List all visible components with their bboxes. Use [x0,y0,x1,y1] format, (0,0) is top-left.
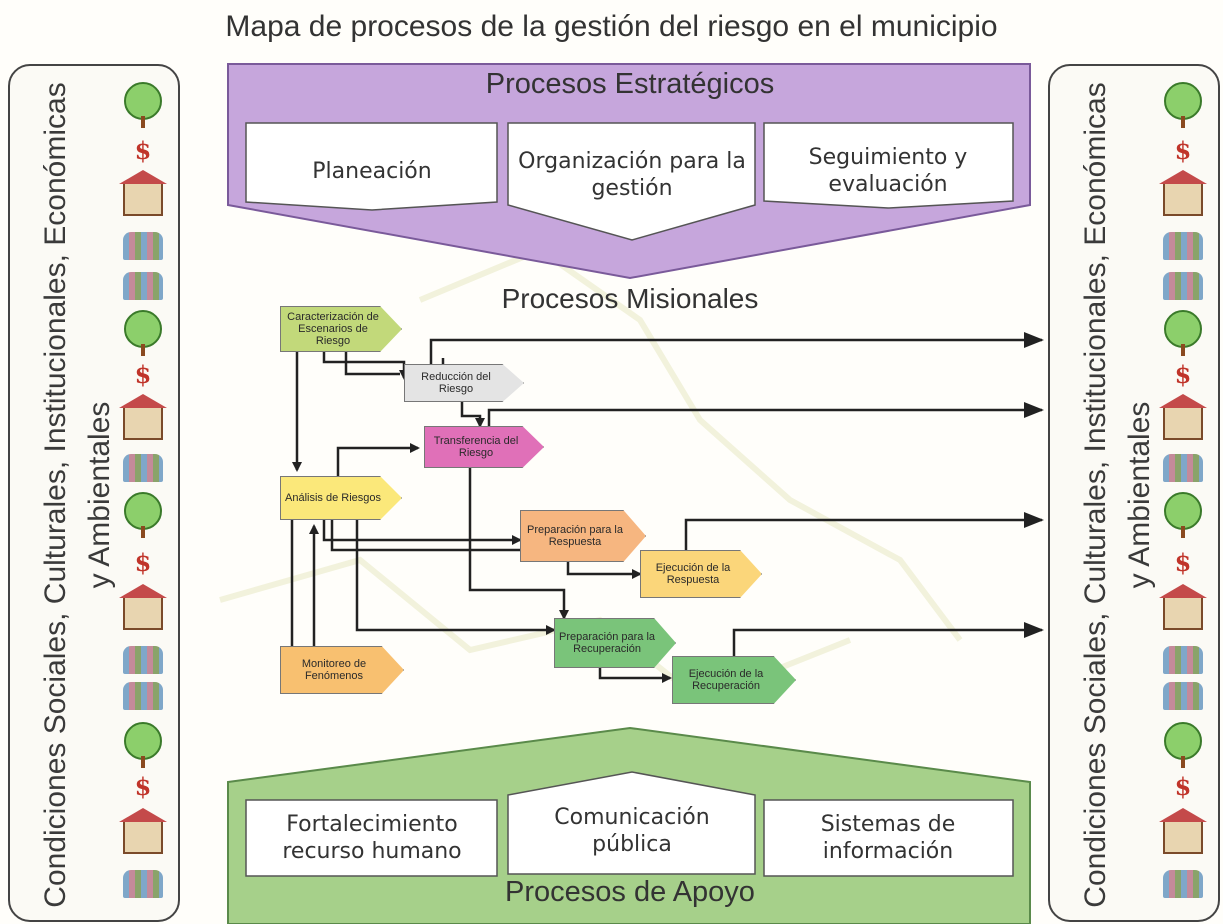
house-icon [112,170,174,216]
people-icon [1152,272,1214,300]
strategic-item-planeacion: Planeación [312,159,432,184]
strategic-box-seguimiento [763,122,1014,209]
node-ejec-recuperacion-label: Ejecución de la Recuperación [688,668,764,692]
node-prep-recuperacion-label: Preparación para la Recuperación [559,631,656,655]
connector-line [487,402,1044,428]
node-monitoreo-label: Monitoreo de Fenómenos [301,658,367,682]
support-box-comunicacion [507,771,756,875]
connector-line [336,443,420,480]
node-prep-respuesta: Preparación para la Respuesta [520,510,646,562]
people-icon [112,682,174,710]
support-item-fortalecimiento: Fortalecimiento recurso humano [282,812,462,864]
dollar-icon: $ [1174,548,1192,577]
connector-line [566,560,642,579]
left-conditions-panel: Condiciones Sociales, Culturales, Instit… [8,64,180,922]
node-ejec-recuperacion: Ejecución de la Recuperación [672,656,796,704]
tree-icon [112,492,174,538]
support-item-comunicacion: Comunicación pública [554,805,710,857]
node-ejec-respuesta: Ejecución de la Respuesta [640,550,762,598]
people-icon [1152,682,1214,710]
node-analisis: Análisis de Riesgos [280,476,402,520]
strategic-processes-title: Procesos Estratégicos [485,68,775,100]
tree-icon [112,722,174,768]
house-icon [112,584,174,630]
node-reduccion: Reducción del Riesgo [404,364,524,402]
people-icon [112,272,174,300]
dollar-icon: $ [1174,360,1192,389]
right-conditions-panel: Condiciones Sociales, Culturales, Instit… [1048,64,1220,922]
node-prep-recuperacion: Preparación para la Recuperación [554,618,676,668]
support-processes-title: Procesos de Apoyo [505,876,755,908]
dollar-icon: $ [134,548,152,577]
house-icon [1152,170,1214,216]
node-caracterizacion-label: Caracterización de Escenarios de Riesgo [287,311,379,347]
people-icon [112,646,174,674]
people-icon [1152,454,1214,482]
people-icon [112,870,174,898]
right-icons-column: $ $ $ $ [1152,72,1214,918]
connector-line [429,332,1044,366]
dollar-icon: $ [1174,772,1192,801]
strategic-box-organizacion [507,122,756,241]
house-icon [1152,394,1214,440]
support-item-sistemas: Sistemas de información [820,812,956,864]
support-box-fortalecimiento [245,799,498,877]
dollar-icon: $ [134,360,152,389]
diagram-title: Mapa de procesos de la gestión del riesg… [225,10,998,43]
strategic-box-planeacion [245,122,498,211]
connector-line [598,668,672,683]
people-icon [1152,232,1214,260]
node-transferencia-label: Transferencia del Riesgo [433,435,519,459]
house-icon [112,394,174,440]
people-icon [1152,646,1214,674]
house-icon [112,808,174,854]
left-icons-column: $ $ $ $ [112,72,174,918]
node-reduccion-label: Reducción del Riesgo [421,371,491,395]
node-transferencia: Transferencia del Riesgo [424,426,544,468]
connector-line [468,466,569,620]
connector-line [460,400,485,428]
connector-line [684,512,1044,550]
people-icon [112,232,174,260]
node-caracterizacion: Caracterización de Escenarios de Riesgo [280,306,402,352]
strategic-item-organizacion: Organización para la gestión [518,149,746,201]
connector-line [330,518,520,552]
tree-icon [112,310,174,356]
tree-icon [1152,82,1214,128]
house-icon [1152,808,1214,854]
missional-processes-title: Procesos Misionales [501,283,759,314]
strategic-item-seguimiento: Seguimiento y evaluación [808,145,968,197]
tree-icon [1152,492,1214,538]
dollar-icon: $ [1174,136,1192,165]
node-analisis-label: Análisis de Riesgos [285,492,381,504]
tree-icon [1152,722,1214,768]
support-box-sistemas [763,799,1014,877]
node-prep-respuesta-label: Preparación para la Respuesta [526,524,623,548]
node-monitoreo: Monitoreo de Fenómenos [280,646,404,694]
dollar-icon: $ [134,772,152,801]
people-icon [112,454,174,482]
connector-line [322,518,522,545]
connector-line [732,622,1044,660]
connector-line [344,350,400,376]
connector-line [355,518,556,635]
tree-icon [112,82,174,128]
dollar-icon: $ [134,136,152,165]
node-ejec-respuesta-label: Ejecución de la Respuesta [655,562,731,586]
house-icon [1152,584,1214,630]
tree-icon [1152,310,1214,356]
people-icon [1152,870,1214,898]
